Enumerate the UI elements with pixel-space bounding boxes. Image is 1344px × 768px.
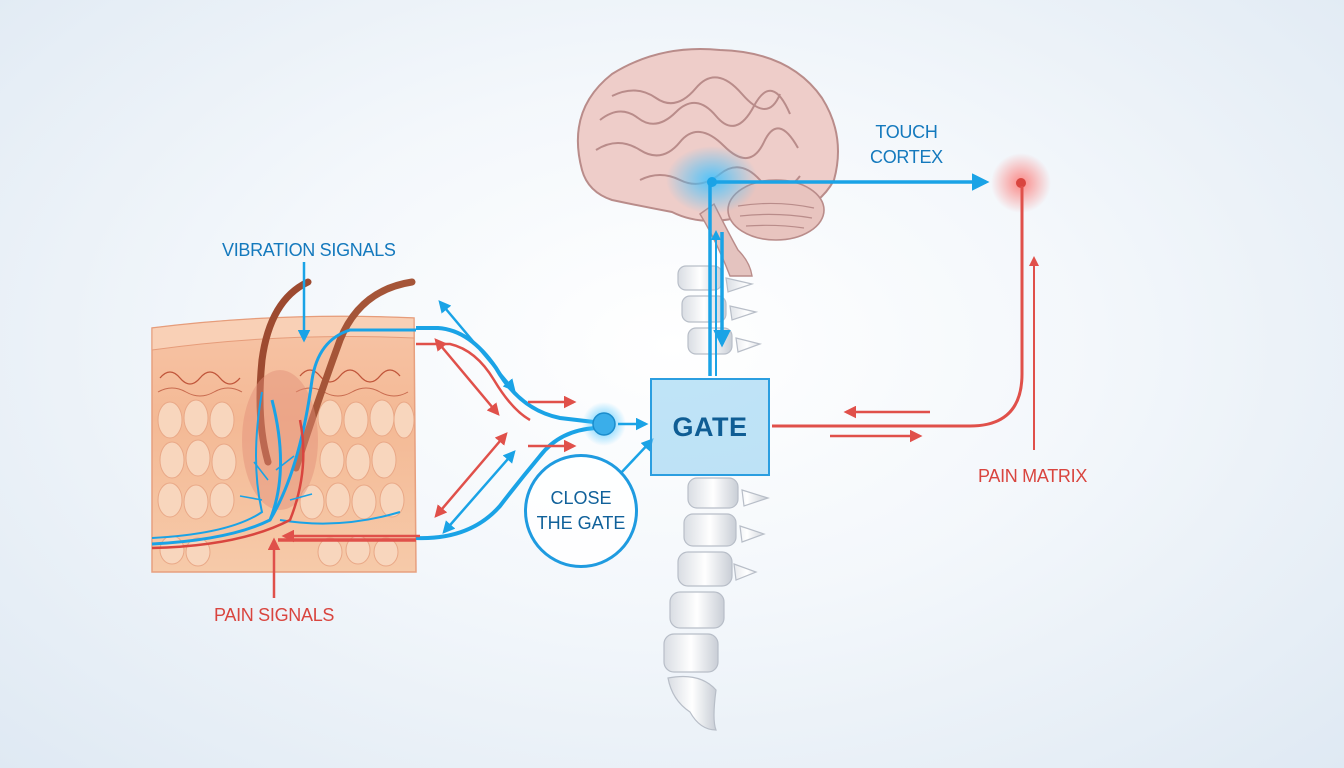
pain-matrix-node	[991, 153, 1051, 213]
gate-to-pain-matrix-line	[772, 186, 1024, 428]
skin-nerve-fibers	[151, 328, 416, 550]
close-gate-label: CLOSE THE GATE	[536, 488, 626, 533]
pain-signals-label: PAIN SIGNALS	[214, 605, 335, 625]
signal-arrow-upper-red	[434, 338, 500, 416]
pain-matrix-label: PAIN MATRIX	[978, 466, 1088, 486]
pain-fiber-upper	[416, 342, 531, 422]
signal-arrow-upper-blue	[438, 300, 516, 392]
skin-cross-section-icon	[151, 315, 417, 573]
vibration-fiber-upper	[416, 326, 595, 424]
brain-icon	[576, 48, 839, 277]
vibration-signals-label: VIBRATION SIGNALS	[222, 240, 396, 260]
close-gate-to-gate-arrow	[619, 438, 654, 475]
touch-cortex-label: TOUCH CORTEX	[870, 122, 943, 167]
signal-arrow-lower-blue	[442, 450, 516, 534]
gate-box: GATE	[650, 378, 770, 476]
gate-label: GATE	[672, 411, 748, 442]
nerve-node-icon	[582, 402, 626, 446]
close-gate-circle: CLOSE THE GATE	[524, 454, 638, 568]
